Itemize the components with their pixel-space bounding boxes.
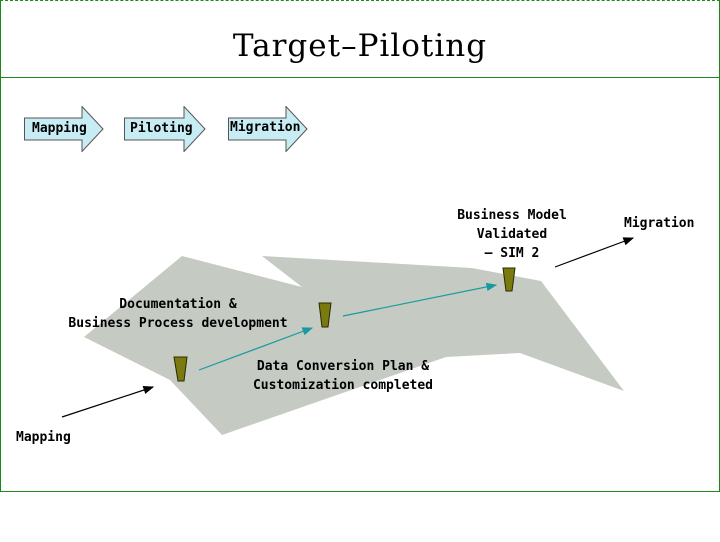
phase-arrow-piloting: Piloting <box>124 106 206 152</box>
progress-arrow-2 <box>342 282 498 317</box>
documentation-line2: Business Process development <box>68 316 288 331</box>
milestone-marker-1 <box>173 356 188 382</box>
business-model-label: Business Model Validated – SIM 2 <box>450 206 574 263</box>
arrow-shape-icon <box>24 106 104 152</box>
arrow-shape-icon <box>228 106 308 152</box>
mapping-arrow <box>61 386 155 418</box>
page-title: Target–Piloting <box>232 28 488 64</box>
terrain-shape <box>84 256 624 435</box>
phase-label-mapping: Mapping <box>32 121 87 136</box>
mapping-label: Mapping <box>16 430 71 445</box>
business-model-line1: Business Model <box>457 208 567 223</box>
migration-arrow <box>554 237 635 268</box>
phase-label-migration: Migration <box>230 120 301 135</box>
documentation-line1: Documentation & <box>119 297 237 312</box>
data-conversion-label: Data Conversion Plan & Customization com… <box>246 357 440 395</box>
phase-arrow-mapping: Mapping <box>24 106 104 152</box>
migration-label: Migration <box>624 216 695 231</box>
business-model-line2: Validated <box>476 227 548 242</box>
business-model-line3: – SIM 2 <box>484 246 540 261</box>
milestone-marker-3 <box>502 267 516 292</box>
data-conversion-line2: Customization completed <box>252 378 433 393</box>
data-conversion-line1: Data Conversion Plan & <box>256 359 430 374</box>
phase-arrow-migration: Migration <box>228 106 308 152</box>
documentation-label: Documentation & Business Process develop… <box>62 295 294 333</box>
milestone-marker-2 <box>318 302 332 328</box>
phase-label-piloting: Piloting <box>130 121 193 136</box>
progress-arrow-1 <box>198 327 314 371</box>
arrow-shape-icon <box>124 106 206 152</box>
